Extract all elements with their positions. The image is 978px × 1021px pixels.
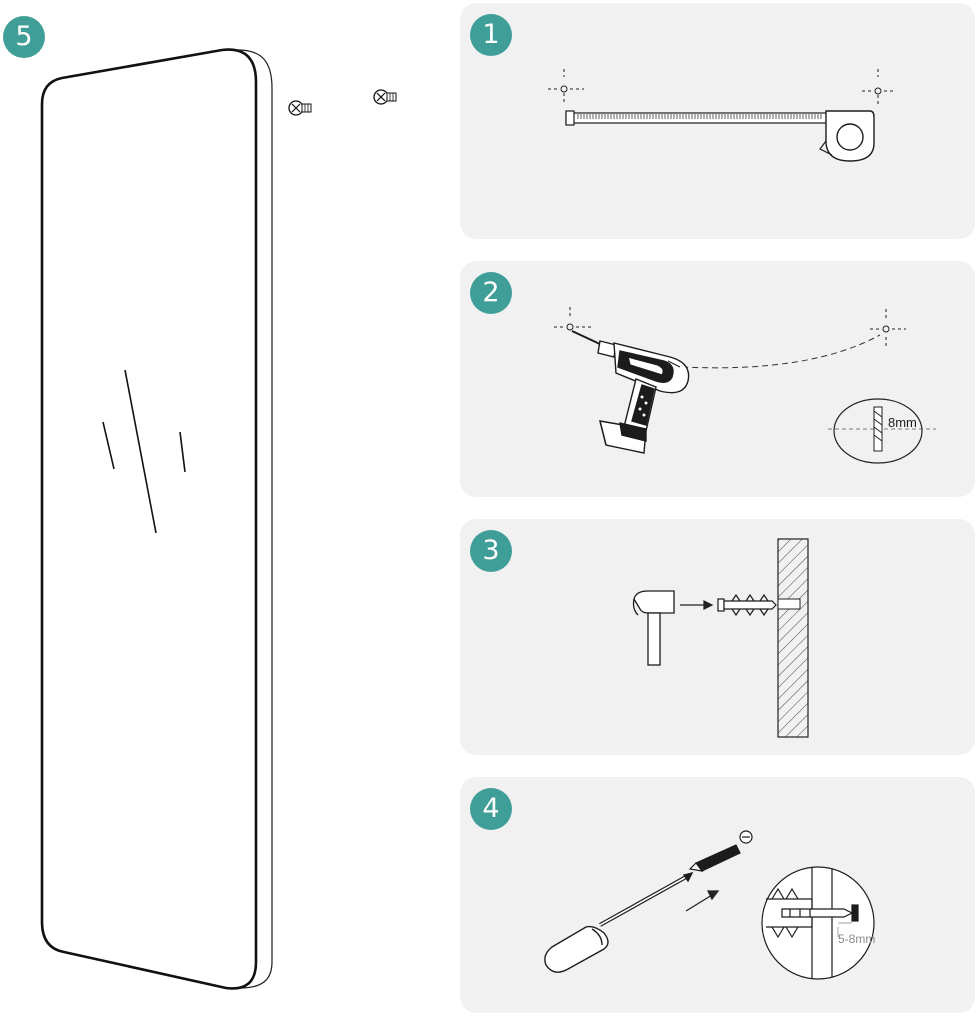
drill-size-label: 8mm: [888, 415, 917, 430]
screwdriver-icon: [544, 871, 694, 973]
tape-measure: [565, 110, 875, 162]
step-5-badge: 5: [3, 16, 45, 58]
direction-arrow: [685, 890, 720, 912]
reflection-line: [102, 421, 115, 470]
step-1-badge: 1: [470, 14, 512, 56]
drill-path-arc: [681, 334, 881, 369]
wall-anchor-icon: [717, 593, 777, 617]
wall-section: [777, 538, 809, 738]
screw-icon: [688, 830, 753, 872]
screw-icon: [288, 100, 312, 116]
step-4-badge: 4: [470, 788, 512, 830]
step-3-panel: [460, 519, 975, 755]
step-4-panel: 5-8mm: [460, 777, 975, 1013]
reflection-line: [179, 431, 186, 473]
reflection-line: [124, 369, 157, 534]
step-2-badge: 2: [470, 272, 512, 314]
step-1-panel: [460, 3, 975, 239]
left-mark-crosshair: [548, 69, 584, 103]
wall-hole: [777, 598, 801, 610]
drill-icon: [571, 330, 690, 454]
hammer-icon: [632, 590, 675, 666]
depth-label: 5-8mm: [838, 932, 875, 946]
mirror-frame: [40, 48, 258, 990]
right-mark-crosshair: [870, 309, 906, 347]
drill-bit-icon: [873, 406, 883, 452]
screw-icon: [373, 89, 397, 105]
drill-bit-detail: [833, 398, 923, 464]
mirror-illustration: [0, 0, 440, 1016]
step-2-panel: 8mm: [460, 261, 975, 497]
step-3-badge: 3: [470, 530, 512, 572]
anchor-detail: [761, 866, 875, 980]
left-mark-crosshair: [554, 307, 592, 331]
direction-arrow: [680, 600, 714, 610]
right-mark-crosshair: [862, 69, 896, 105]
